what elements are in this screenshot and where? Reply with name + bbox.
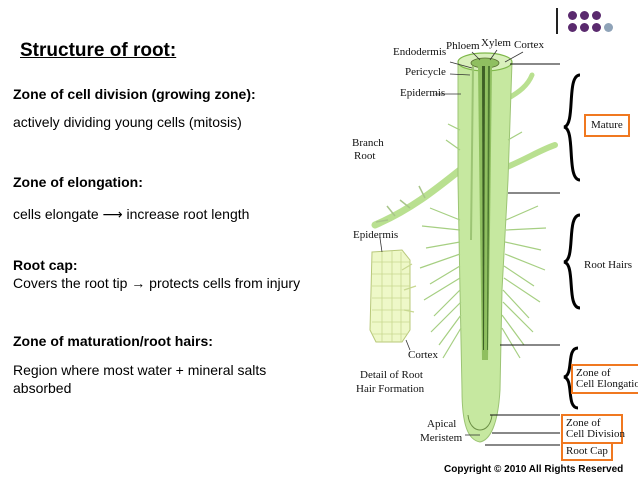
label-detail-cortex: Cortex [408,349,438,361]
section-text-root-cap: Covers the root tip → protects cells fro… [13,275,301,291]
corner-divider [556,8,558,34]
section-text-maturation-line1: Region where most water + mineral salts [13,362,267,378]
label-endodermis: Endodermis [393,46,447,58]
zone-label-elongation-line2: Cell Elongation [576,378,638,390]
label-detail-line2: Hair Formation [356,383,425,395]
label-branch-root-line2: Root [354,150,376,162]
zone-box-mature: Mature [584,114,630,137]
label-phloem: Phloem [446,40,480,52]
label-apical-line1: Apical [427,418,457,430]
corner-dots-decoration [566,8,628,38]
label-apical-line2: Meristem [420,432,463,444]
root-diagram [369,49,581,446]
section-text-maturation-line2: absorbed [13,380,72,396]
zone-label-root-hairs: Root Hairs [584,259,632,271]
label-branch-root-line1: Branch [352,137,384,149]
zone-label-elongation-line1: Zone of [576,367,611,379]
zone-label-division-line1: Zone of [566,417,601,429]
section-text-elongation: cells elongate ⟶ increase root length [13,206,250,222]
label-detail-epidermis: Epidermis [353,229,399,241]
copyright-notice: Copyright © 2010 All Rights Reserved [444,464,624,475]
label-xylem: Xylem [481,37,511,49]
label-pericycle: Pericycle [405,66,446,78]
slide-title: Structure of root: [20,40,177,61]
zone-box-elongation: Zone of Cell Elongation [571,364,638,394]
zone-label-division-line2: Cell Division [566,428,625,440]
zone-box-division: Zone of Cell Division [561,414,625,444]
zone-box-root-cap: Root Cap [561,442,613,461]
section-text-cell-division: actively dividing young cells (mitosis) [13,114,242,130]
section-heading-maturation: Zone of maturation/root hairs: [13,333,213,349]
label-detail-line1: Detail of Root [360,369,423,381]
label-cortex: Cortex [514,39,544,51]
section-heading-elongation: Zone of elongation: [13,174,143,190]
label-epidermis: Epidermis [400,87,446,99]
zone-label-mature: Mature [591,119,623,131]
section-heading-root-cap: Root cap: [13,257,78,273]
section-heading-cell-division: Zone of cell division (growing zone): [13,86,256,102]
zone-label-root-cap: Root Cap [566,445,608,457]
